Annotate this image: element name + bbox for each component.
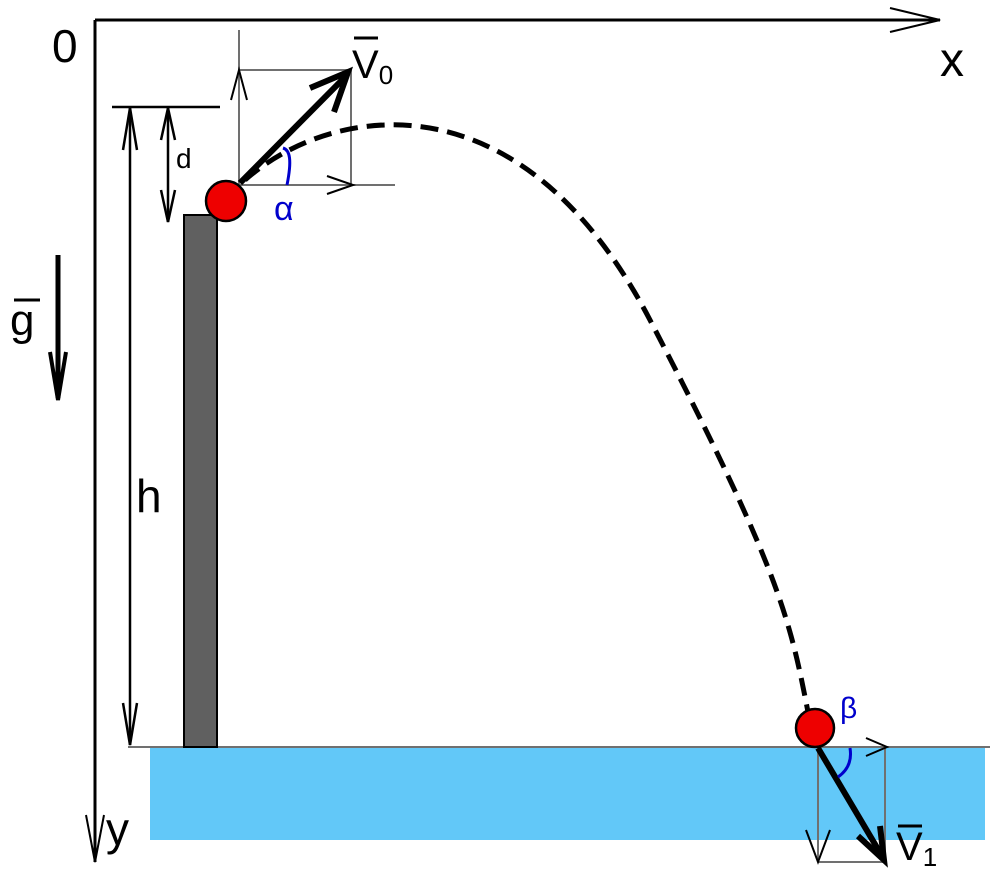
offset-dimension <box>159 107 177 223</box>
trajectory <box>243 122 811 713</box>
gravity-label: g <box>10 296 34 345</box>
height-label: h <box>136 470 162 522</box>
beta-arc <box>837 747 852 779</box>
alpha-arc <box>282 146 292 186</box>
water <box>150 748 985 840</box>
x-axis-label: x <box>940 34 964 87</box>
origin-label: 0 <box>52 20 78 72</box>
offset-label: d <box>176 143 192 174</box>
v1y-arrowhead <box>805 829 831 865</box>
ball-end <box>794 707 836 749</box>
v1-label: V1 <box>896 825 937 872</box>
pole <box>183 214 218 748</box>
v1-vector <box>815 746 888 868</box>
v0-label: V0 <box>352 43 393 90</box>
v1x-arrowhead <box>865 737 890 757</box>
height-dimension <box>112 105 220 746</box>
x-axis <box>95 7 941 33</box>
beta-label: β <box>840 692 857 725</box>
y-axis <box>85 20 105 863</box>
y-axis-label: y <box>106 803 129 855</box>
vy-arrowhead <box>230 66 248 101</box>
alpha-label: α <box>274 190 294 228</box>
vx-arrowhead <box>326 175 357 195</box>
ball-start <box>204 179 248 223</box>
v0-vector <box>237 66 354 186</box>
gravity-arrow <box>48 255 68 401</box>
